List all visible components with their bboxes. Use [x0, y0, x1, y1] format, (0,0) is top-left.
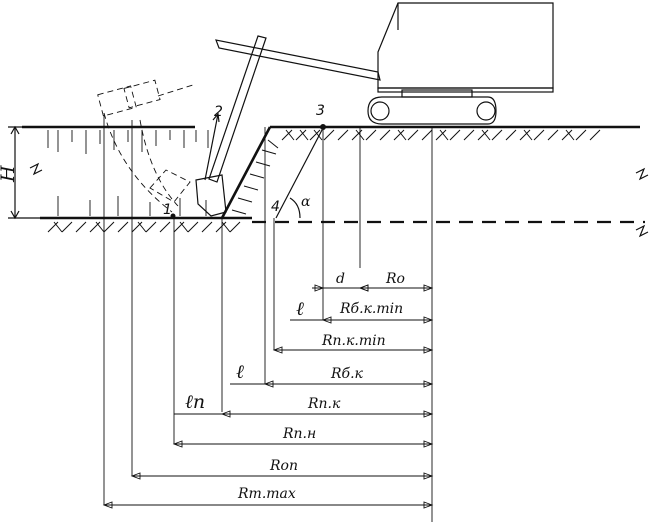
dim-rop-label: Rоп	[269, 458, 298, 474]
excavator	[97, 2, 554, 217]
dim-rtmax-label: Rт.mах	[237, 486, 296, 502]
dim-rbk-min-label: Rб.к.min	[339, 301, 403, 317]
dimension-labels: d Ro ℓ Rб.к.min Rп.к.min ℓ Rб.к ℓп Rп.к …	[185, 271, 405, 502]
soil-hatching	[47, 129, 601, 233]
ground-profile	[22, 125, 649, 238]
point-1-marker	[170, 213, 176, 219]
dim-rpn-label: Rп.н	[282, 426, 316, 442]
dim-lp-label: ℓп	[185, 391, 205, 413]
dim-rpk-min-label: Rп.к.min	[321, 333, 386, 349]
dim-d-label: d	[336, 271, 345, 287]
reference-points: 1 2 3 4	[163, 103, 326, 219]
label-h: H	[0, 165, 19, 183]
depth-dimension-h: H	[0, 125, 43, 220]
dim-rpk-label: Rп.к	[307, 396, 341, 412]
point-4-label: 4	[271, 199, 280, 215]
dim-rbk-label: Rб.к	[330, 366, 364, 382]
extension-lines	[103, 115, 433, 522]
excavated-zone-marks	[47, 130, 209, 216]
dimension-lines	[102, 284, 434, 509]
dim-r0-label: Ro	[385, 271, 405, 287]
point-1-label: 1	[163, 202, 172, 218]
slope-angle: α	[275, 129, 323, 219]
point-3-label: 3	[316, 103, 325, 119]
dim-l-upper-label: ℓ	[296, 298, 304, 320]
point-2-label: 2	[214, 104, 223, 120]
dim-l-lower-label: ℓ	[236, 361, 244, 383]
alpha-label: α	[301, 194, 311, 210]
